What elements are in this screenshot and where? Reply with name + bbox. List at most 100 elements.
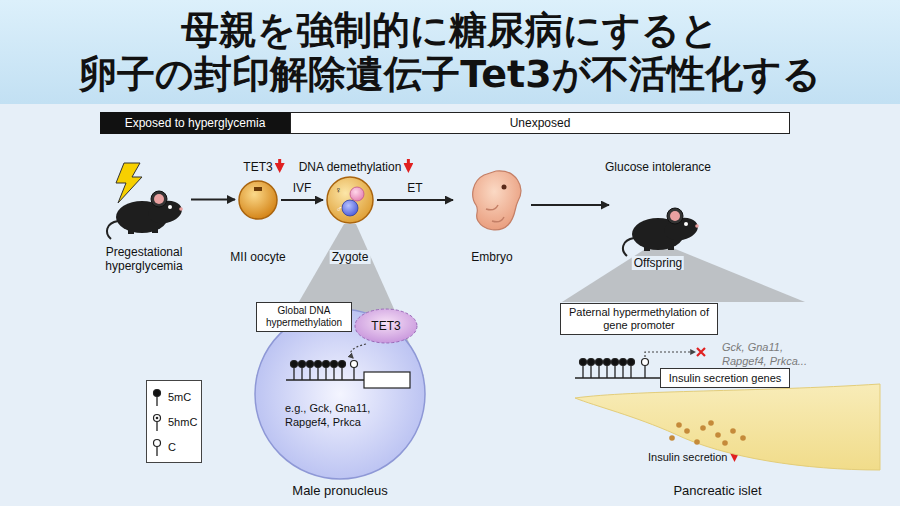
mouse-nose (179, 207, 183, 211)
zoom-cone (562, 246, 805, 302)
flow-arrow (191, 199, 235, 201)
stem (644, 366, 645, 379)
edge-label: ET (405, 181, 424, 195)
edge-label: IVF (291, 181, 314, 195)
methyl-5mc (596, 359, 603, 366)
legend-row: 5hmC (152, 409, 196, 434)
sex-symbol: ♀ (335, 184, 342, 196)
node-label: Embryo (469, 250, 514, 264)
stem (301, 368, 302, 381)
node-label: Pregestational hyperglycemia (87, 245, 201, 273)
stem (582, 366, 583, 379)
stem (606, 366, 607, 379)
legend-text: 5mC (168, 391, 191, 403)
mouse-foot (128, 230, 134, 234)
legend-text: 5hmC (168, 416, 197, 428)
methyl-5mc (580, 359, 587, 366)
decrease-arrow (278, 159, 281, 170)
mouse-icon (623, 208, 700, 256)
insulin-granule (676, 422, 682, 428)
node-shape (612, 172, 704, 248)
mouse-ear (667, 208, 683, 224)
female-pronucleus (350, 187, 364, 201)
stem (156, 446, 157, 456)
legend-row: C (152, 434, 196, 459)
male-pronucleus-small (342, 200, 358, 216)
stem (630, 366, 631, 379)
oocyte-node: TET3MII oocyte (238, 180, 278, 220)
node-label: Male pronucleus (290, 484, 389, 498)
mouse-ear (151, 191, 167, 207)
insulin-granule (722, 440, 728, 446)
node-text: Exposed to hyperglycemia (125, 116, 266, 130)
zygote-cell (327, 177, 373, 223)
blocked-path (645, 352, 695, 357)
insulin-granule (684, 428, 690, 434)
stem (341, 368, 342, 381)
lightning-bolt (116, 163, 142, 203)
stem (293, 368, 294, 381)
node-heading: Glucose intolerance (603, 160, 713, 174)
node-heading: DNA demethylation (297, 160, 404, 174)
sex-symbol: ♂ (336, 203, 343, 215)
mouse-foot (668, 246, 674, 250)
stem (333, 368, 334, 381)
stem (325, 368, 326, 381)
stem (622, 366, 623, 379)
legend-symbol (152, 387, 162, 407)
methyl-c (154, 414, 161, 421)
pronucleus-node: Male pronucleusGlobal DNA hypermethylati… (254, 308, 426, 480)
mouse-ear-inner (670, 211, 680, 221)
stem (353, 368, 354, 381)
zygote-node: DNA demethylationZygote (326, 176, 374, 224)
node-shape (100, 163, 188, 235)
stem (317, 368, 318, 381)
node-heading: TET3 (241, 160, 274, 174)
insulin-granule (715, 432, 721, 438)
methyl-5mc (315, 361, 322, 368)
dna-strand (575, 377, 660, 379)
gene-list: e.g., Gck, Gna11, Rapgef4, Prkca (285, 401, 409, 429)
tet3-node: TET3 (354, 308, 418, 344)
title: 母親を強制的に糖尿病にすると 卵子の封印解除遺伝子Tet3が不活性化する (10, 8, 890, 96)
dna-strand (286, 379, 364, 381)
embryo-limb (492, 217, 504, 222)
insulin-granule (669, 435, 675, 441)
stem (614, 366, 615, 379)
exposure-bar: Unexposed (290, 112, 790, 134)
node-shape (238, 180, 278, 220)
node-text: Unexposed (510, 116, 571, 130)
insulin-label: Insulin secretion (648, 450, 728, 464)
methyl-5mc (339, 361, 346, 368)
node-label: MII oocyte (228, 250, 287, 264)
insulin-granule (730, 428, 736, 434)
node-label: Pancreatic islet (671, 484, 763, 498)
flow-arrow (281, 199, 323, 201)
methyl-5mc (307, 361, 314, 368)
methyl-c (642, 359, 649, 366)
process-box: Global DNA hypermethylation (256, 302, 352, 332)
stem (590, 366, 591, 379)
pronucleus-circle (255, 309, 425, 479)
methyl-5mc (588, 359, 595, 366)
insulin-granule (700, 425, 706, 431)
node-text: TET3 (371, 319, 400, 333)
mouse-foot (152, 229, 158, 233)
methyl-c (154, 439, 161, 446)
hydroxy-dot (156, 416, 159, 419)
mouse-icon (107, 191, 184, 239)
embryo-eye (502, 185, 507, 190)
legend-text: C (168, 441, 176, 453)
methyl-5mc (323, 361, 330, 368)
mouse-eye (168, 205, 172, 209)
embryo-node: Embryo (456, 165, 528, 235)
tet3-ellipse (355, 309, 417, 343)
tet3-action (351, 344, 366, 358)
gene-box: Insulin secretion genes (660, 368, 790, 388)
node-text: Paternal hypermethylation of gene promot… (566, 306, 712, 332)
gene-list: Gck, Gna11, Rapgef4, Prkca... (722, 340, 822, 368)
mouse-node: Pregestational hyperglycemia (100, 163, 188, 235)
methyl-c (351, 361, 358, 368)
methyl-5mc (612, 359, 619, 366)
node-text: Global DNA hypermethylation (262, 305, 346, 329)
